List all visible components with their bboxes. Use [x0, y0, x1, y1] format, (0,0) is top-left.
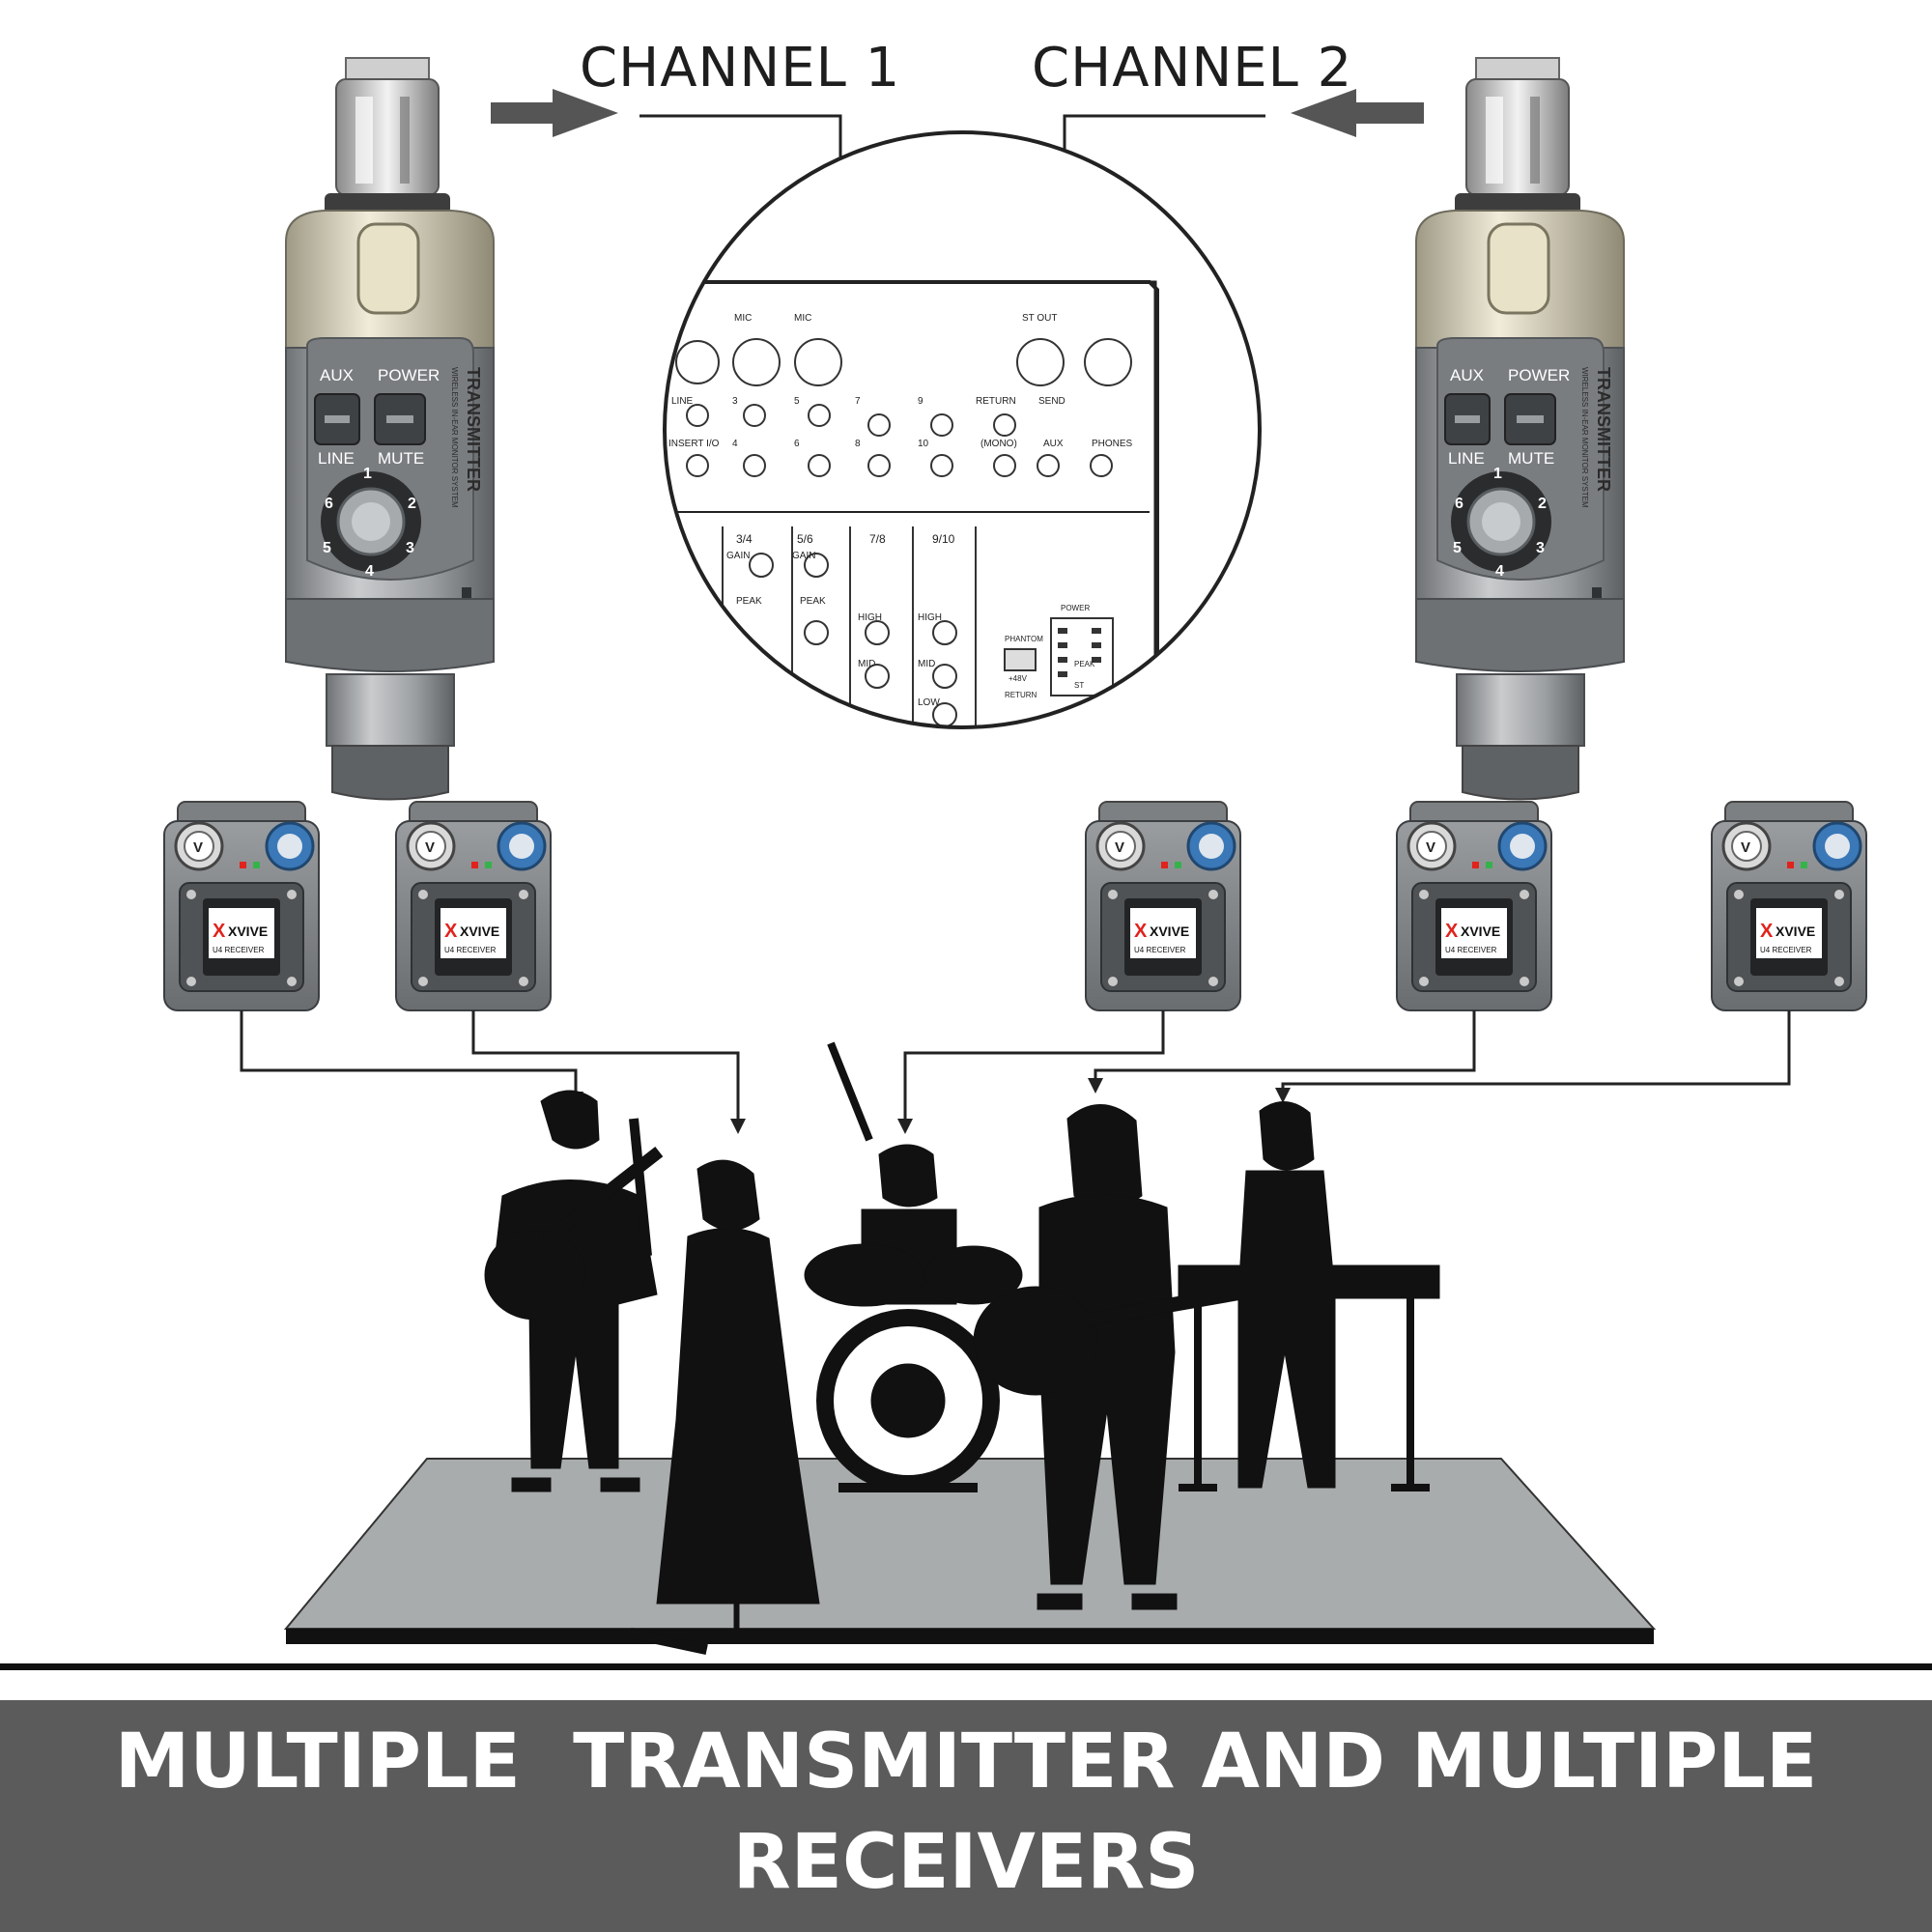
channel-2-label: CHANNEL 2	[1032, 37, 1353, 99]
svg-text:5/6: 5/6	[797, 532, 813, 546]
receiver-4	[1395, 800, 1553, 1012]
svg-text:MID: MID	[918, 659, 935, 669]
caption-line-2: RECEIVERS	[732, 1819, 1200, 1906]
receiver-2	[394, 800, 553, 1012]
keyboardist-silhouette	[1178, 1101, 1440, 1492]
svg-text:10: 10	[918, 439, 929, 449]
svg-text:GAIN: GAIN	[726, 551, 750, 561]
svg-text:3: 3	[732, 396, 738, 407]
svg-text:3/4: 3/4	[736, 532, 753, 546]
svg-text:6: 6	[794, 439, 800, 449]
svg-text:GAIN: GAIN	[792, 551, 815, 561]
receiver-3	[1084, 800, 1242, 1012]
svg-text:MIC: MIC	[794, 313, 811, 324]
svg-text:9/10: 9/10	[932, 532, 955, 546]
svg-text:RETURN: RETURN	[976, 396, 1016, 407]
svg-text:PEAK: PEAK	[800, 596, 826, 607]
singer-silhouette	[629, 1118, 820, 1656]
svg-text:AUX: AUX	[1043, 439, 1064, 449]
svg-text:LOW: LOW	[918, 697, 940, 708]
svg-text:RETURN: RETURN	[1005, 691, 1037, 699]
svg-text:PHONES: PHONES	[1092, 439, 1133, 449]
svg-text:8: 8	[855, 439, 861, 449]
transmitter-right	[1414, 56, 1626, 801]
arrow-left-transmitter	[491, 89, 618, 137]
svg-text:ST OUT: ST OUT	[1022, 313, 1057, 324]
svg-text:SEND: SEND	[1038, 396, 1065, 407]
svg-text:+48V: +48V	[1009, 674, 1028, 683]
svg-text:(MONO): (MONO)	[980, 439, 1017, 449]
channel-1-label: CHANNEL 1	[580, 37, 901, 99]
receiver-5	[1710, 800, 1868, 1012]
svg-text:MIC: MIC	[734, 313, 752, 324]
caption-banner	[0, 1700, 1932, 1932]
drummer-silhouette	[804, 1041, 1023, 1492]
svg-text:7: 7	[855, 396, 861, 407]
caption-line-1: MULTIPLE TRANSMITTER AND MULTIPLE	[114, 1719, 1818, 1805]
receiver-1	[162, 800, 321, 1012]
transmitter-left	[284, 56, 496, 801]
svg-text:LINE: LINE	[671, 396, 694, 407]
svg-text:PEAK: PEAK	[736, 596, 762, 607]
banner-divider	[0, 1663, 1932, 1670]
svg-text:PHANTOM: PHANTOM	[1005, 635, 1043, 643]
receiver-connector-lines	[240, 1010, 1791, 1121]
svg-text:9: 9	[918, 396, 923, 407]
svg-text:PEAK: PEAK	[1074, 660, 1095, 668]
receiver-arrowheads	[568, 1078, 1291, 1134]
svg-text:POWER: POWER	[1061, 604, 1090, 612]
svg-text:5: 5	[794, 396, 800, 407]
arrow-right-transmitter	[1291, 89, 1424, 137]
acoustic-guitarist-silhouette	[973, 1104, 1275, 1610]
svg-text:7/8: 7/8	[869, 532, 886, 546]
band-illustration	[484, 1041, 1440, 1656]
svg-text:HIGH: HIGH	[918, 612, 942, 623]
svg-text:ST: ST	[1074, 681, 1084, 690]
svg-text:HIGH: HIGH	[858, 612, 882, 623]
svg-text:INSERT I/O: INSERT I/O	[668, 439, 720, 449]
caption-text: MULTIPLE TRANSMITTER AND MULTIPLE RECEIV…	[0, 1712, 1932, 1913]
svg-text:MID: MID	[858, 659, 875, 669]
guitarist-silhouette	[484, 1090, 664, 1492]
svg-text:4: 4	[732, 439, 738, 449]
